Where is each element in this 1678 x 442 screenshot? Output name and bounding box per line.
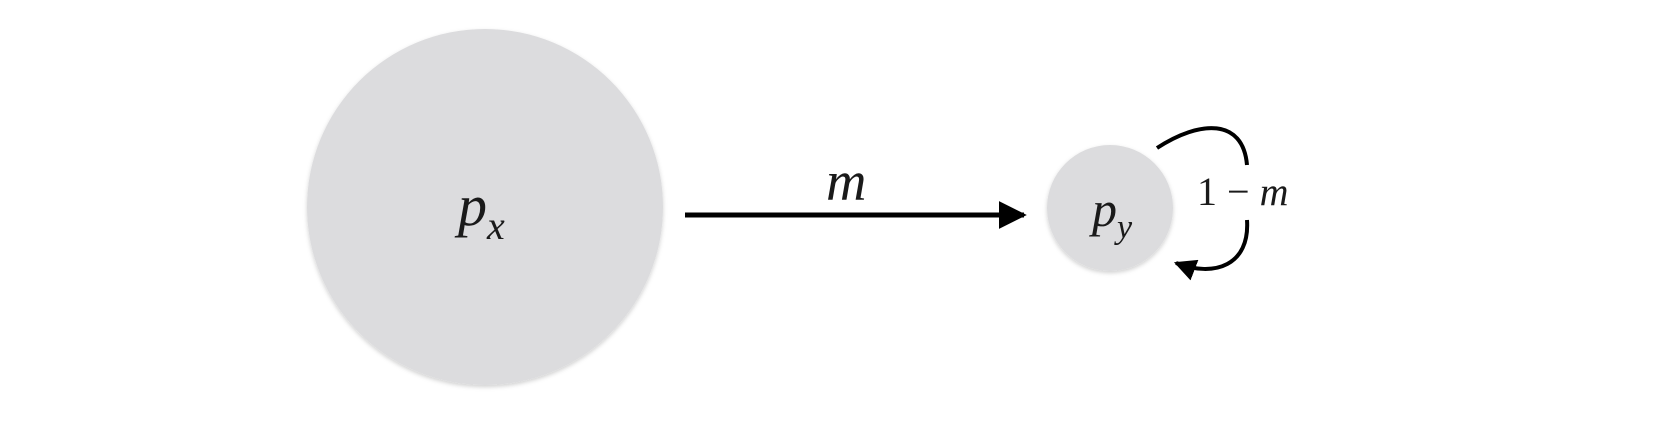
self-loop-label: 1−m [1197,169,1288,214]
node-py-subscript: y [1114,209,1133,246]
self-loop-upper-arc [1155,126,1249,166]
transition-label: m [826,151,866,213]
self-loop-label-one: 1 [1197,169,1217,214]
self-loop-label-minus: − [1227,169,1250,214]
node-py: py [1047,145,1173,271]
node-px-circle [307,29,663,385]
node-px-label: px [454,173,505,248]
node-py-base: p [1089,181,1117,237]
self-loop-lower-arc [1173,219,1250,281]
node-px: px [307,29,663,385]
node-px-base: p [454,173,487,238]
self-loop-label-m: m [1260,169,1289,214]
node-px-subscript: x [486,203,505,248]
node-py-label: py [1089,181,1133,246]
edge-self-loop: 1−m [1155,126,1288,281]
node-py-circle [1047,145,1173,271]
edge-transition: m [685,151,1027,229]
